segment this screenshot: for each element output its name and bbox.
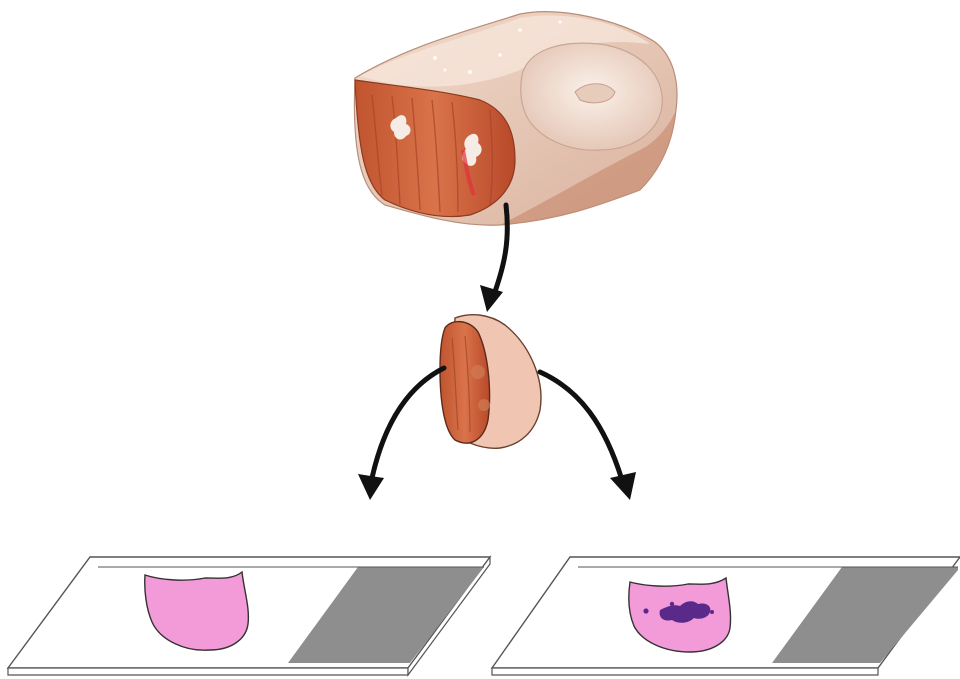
arrowhead-right [610, 472, 636, 500]
arrow-section-to-left-slide [372, 368, 444, 478]
tissue-section-illustration [440, 315, 541, 449]
arrowhead-down [480, 285, 503, 312]
arrowhead-left [358, 474, 384, 500]
tissue-block-illustration [354, 12, 677, 225]
slide-left [8, 557, 490, 675]
slide-right-edge [492, 668, 878, 675]
slide-right [492, 557, 960, 675]
marker-dot [643, 608, 648, 613]
slide-left-edge [8, 668, 408, 675]
arrow-section-to-right-slide [540, 372, 622, 480]
